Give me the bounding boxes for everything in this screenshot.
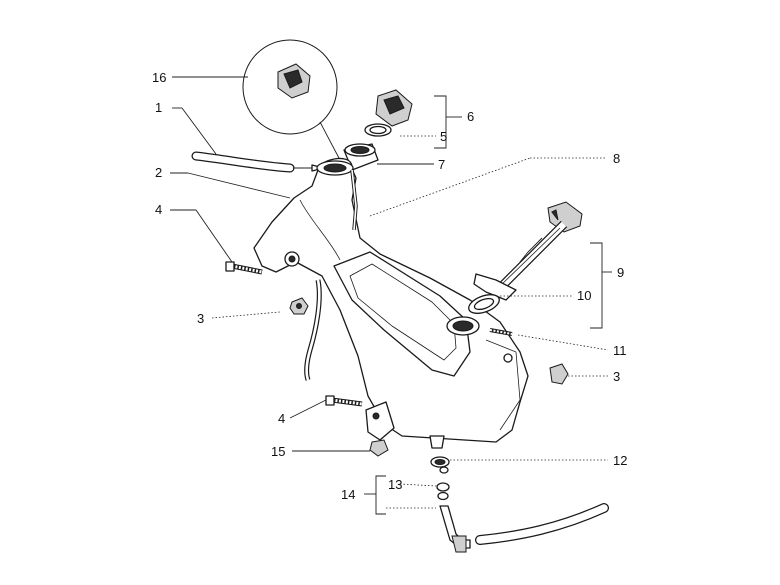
callout-10: 10 xyxy=(577,288,591,303)
part-11-screw xyxy=(489,328,513,336)
part-4-screw-upper xyxy=(225,261,263,275)
callout-4-lower: 4 xyxy=(278,411,285,426)
callout-3-left: 3 xyxy=(197,311,204,326)
fuel-hose xyxy=(475,503,609,545)
part-3-nut-upper xyxy=(289,297,309,315)
callout-14: 14 xyxy=(341,487,355,502)
part-15-nut xyxy=(369,439,389,457)
callout-8: 8 xyxy=(613,151,620,166)
fuel-outlet-elbow xyxy=(439,505,471,553)
leader-lines xyxy=(170,76,612,515)
callout-15: 15 xyxy=(271,444,285,459)
part-1-breather-hose xyxy=(191,151,325,173)
part-16-fuel-cap-insert xyxy=(277,63,311,99)
callout-2: 2 xyxy=(155,165,162,180)
detail-magnifier xyxy=(242,39,341,161)
callout-3-right: 3 xyxy=(613,369,620,384)
part-6-fuel-cap xyxy=(375,89,413,127)
part-10-gasket xyxy=(468,294,500,314)
callout-6: 6 xyxy=(467,109,474,124)
part-13-clamp xyxy=(436,482,450,501)
part-3-nut-right xyxy=(549,363,569,385)
drain-hose-left xyxy=(304,279,322,381)
callout-11: 11 xyxy=(613,343,627,358)
part-2-fuel-tank xyxy=(253,157,529,449)
callout-1: 1 xyxy=(155,100,162,115)
callout-12: 12 xyxy=(613,453,627,468)
callout-16: 16 xyxy=(152,70,166,85)
callout-13: 13 xyxy=(388,477,402,492)
part-12-fitting xyxy=(430,456,450,474)
callout-9: 9 xyxy=(617,265,624,280)
callout-4-upper: 4 xyxy=(155,202,162,217)
part-9-fuel-level-sender xyxy=(473,201,583,301)
part-5-gasket xyxy=(364,123,392,137)
part-4-screw-lower xyxy=(325,395,363,407)
callout-7: 7 xyxy=(438,157,445,172)
callout-labels: 16 1 2 4 3 6 5 7 8 9 10 11 3 4 15 12 13 … xyxy=(152,70,627,502)
part-8-breather-pipe xyxy=(350,169,358,231)
callout-5: 5 xyxy=(440,129,447,144)
